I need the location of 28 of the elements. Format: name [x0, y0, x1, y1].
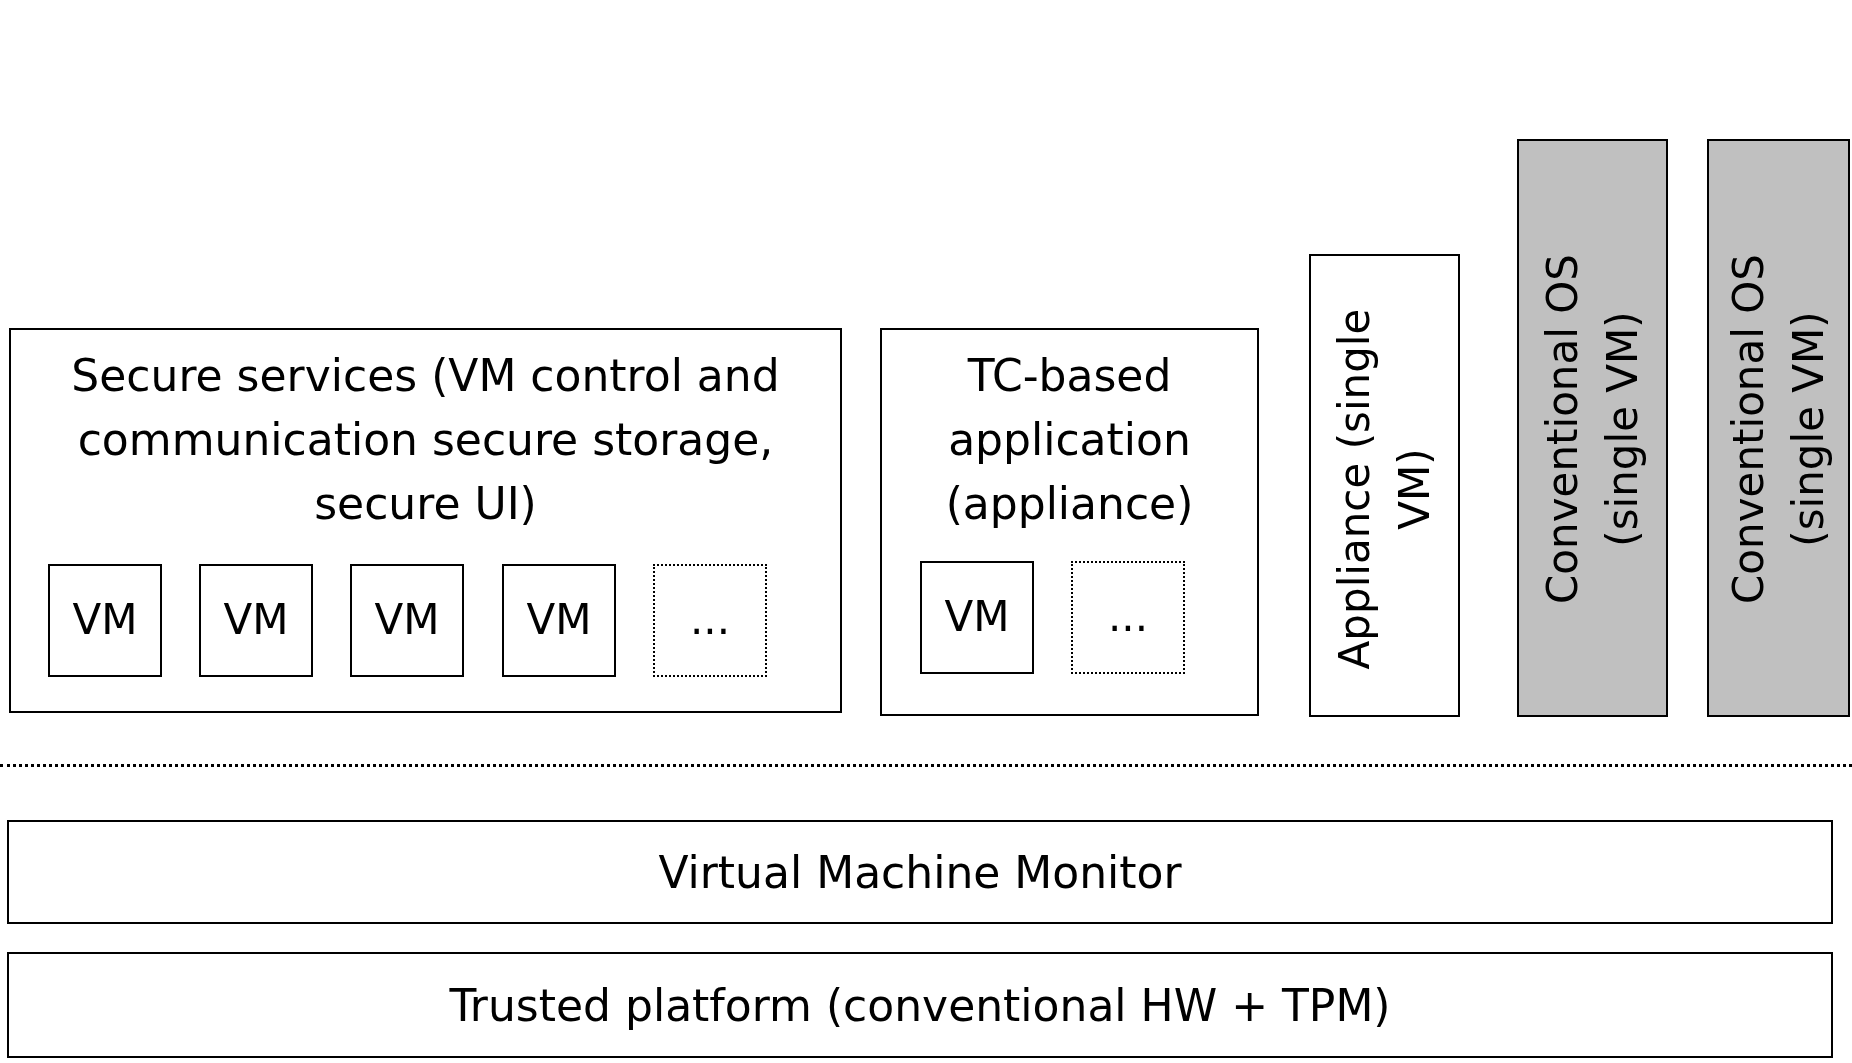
vm-title: Conventional OS (single VM) — [1722, 253, 1834, 606]
layer-title: TC-based application (appliance) — [944, 349, 1195, 531]
vm-box — [48, 564, 162, 677]
layer-band — [7, 952, 1833, 1058]
vm-title: Appliance (single VM) — [1328, 307, 1440, 672]
layer-title: Virtual Machine Monitor — [658, 845, 1182, 900]
vm-label: VM — [944, 591, 1010, 644]
layer-box — [9, 328, 842, 713]
os-box — [1517, 139, 1668, 717]
appliance-box — [1309, 254, 1460, 717]
os-box — [1707, 139, 1850, 717]
layer-title: Trusted platform (conventional HW + TPM) — [449, 978, 1391, 1033]
layer-box — [880, 328, 1259, 716]
vm-box — [350, 564, 464, 677]
vm-box — [502, 564, 616, 677]
vm-title: Conventional OS (single VM) — [1536, 253, 1648, 606]
vm-label: VM — [526, 594, 592, 647]
placeholder-box — [653, 564, 767, 677]
vm-label: VM — [374, 594, 440, 647]
layer-band — [7, 820, 1833, 924]
layer-title: Secure services (VM control and communication secure storage, secure UI) — [70, 349, 781, 531]
vm-box — [920, 561, 1034, 674]
vm-box — [199, 564, 313, 677]
vm-label: VM — [223, 594, 289, 647]
ellipsis-label: ... — [689, 594, 731, 647]
vm-label: VM — [72, 594, 138, 647]
placeholder-box — [1071, 561, 1185, 674]
ellipsis-label: ... — [1107, 591, 1149, 644]
